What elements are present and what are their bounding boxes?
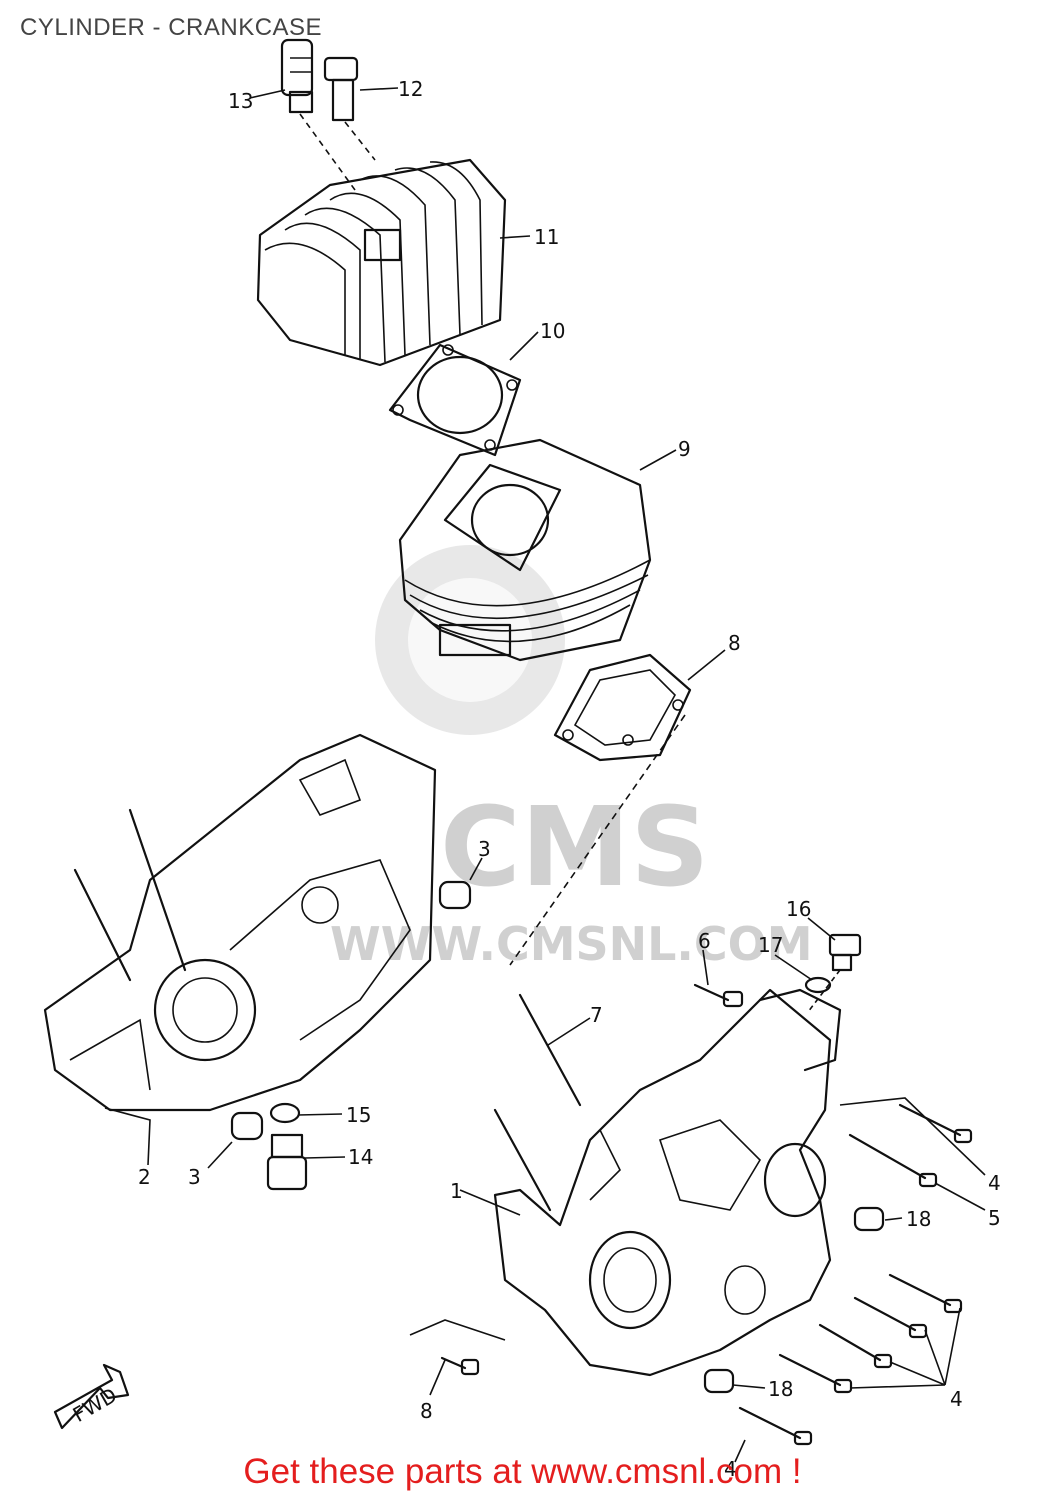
callout-14: 14	[348, 1145, 373, 1169]
callout-7: 7	[590, 1003, 603, 1027]
spark-plug	[280, 38, 314, 114]
dowel-pin	[230, 1111, 264, 1141]
callout-12: 12	[398, 77, 423, 101]
forward-arrow: FWD	[53, 1363, 130, 1430]
callout-3: 3	[478, 837, 491, 861]
callout-6: 6	[698, 929, 711, 953]
dowel-pin	[853, 1206, 885, 1232]
screw	[440, 1356, 480, 1376]
page-title: CYLINDER - CRANKCASE	[20, 14, 323, 41]
callout-13: 13	[228, 89, 253, 113]
drain-plug	[266, 1133, 308, 1191]
head-bolt	[323, 56, 359, 122]
callout-17: 17	[758, 933, 783, 957]
oil-check-bolt	[828, 933, 862, 972]
callout-numbers: 13 12 11 10 9 8 3 16 6 17 7 2 3 15 14 1 …	[138, 77, 1001, 1481]
callout-5: 5	[988, 1206, 1001, 1230]
callout-11: 11	[534, 225, 559, 249]
cylinder	[398, 438, 652, 662]
base-gasket	[553, 653, 692, 762]
callout-4c: 4	[724, 1457, 737, 1481]
watermark-url: WWW.CMSNL.COM	[330, 917, 813, 971]
watermark: CMS WWW.CMSNL.COM	[330, 545, 813, 971]
right-crankcase	[493, 988, 842, 1377]
callout-18: 18	[906, 1207, 931, 1231]
callout-16: 16	[786, 897, 811, 921]
cylinder-head	[256, 158, 507, 367]
footer-cta-link[interactable]: Get these parts at www.cmsnl.com !	[243, 1452, 802, 1491]
callout-4: 4	[988, 1171, 1001, 1195]
callout-18b: 18	[768, 1377, 793, 1401]
callout-9: 9	[678, 437, 691, 461]
screw	[693, 983, 744, 1008]
dowel-pin	[438, 880, 472, 910]
callout-10: 10	[540, 319, 565, 343]
case-bolts	[738, 1103, 973, 1446]
callout-4b: 4	[950, 1387, 963, 1411]
dowel-pin	[703, 1368, 735, 1394]
callout-8b: 8	[420, 1399, 433, 1423]
leader-lines	[104, 87, 986, 1463]
gasket-washer	[269, 1102, 301, 1124]
callout-2: 2	[138, 1165, 151, 1189]
callout-15: 15	[346, 1103, 371, 1127]
check-bolt-gasket	[804, 976, 832, 994]
callout-1: 1	[450, 1179, 463, 1203]
watermark-brand: CMS	[440, 783, 709, 911]
callout-8: 8	[728, 631, 741, 655]
head-gasket	[388, 343, 522, 457]
callout-3b: 3	[188, 1165, 201, 1189]
